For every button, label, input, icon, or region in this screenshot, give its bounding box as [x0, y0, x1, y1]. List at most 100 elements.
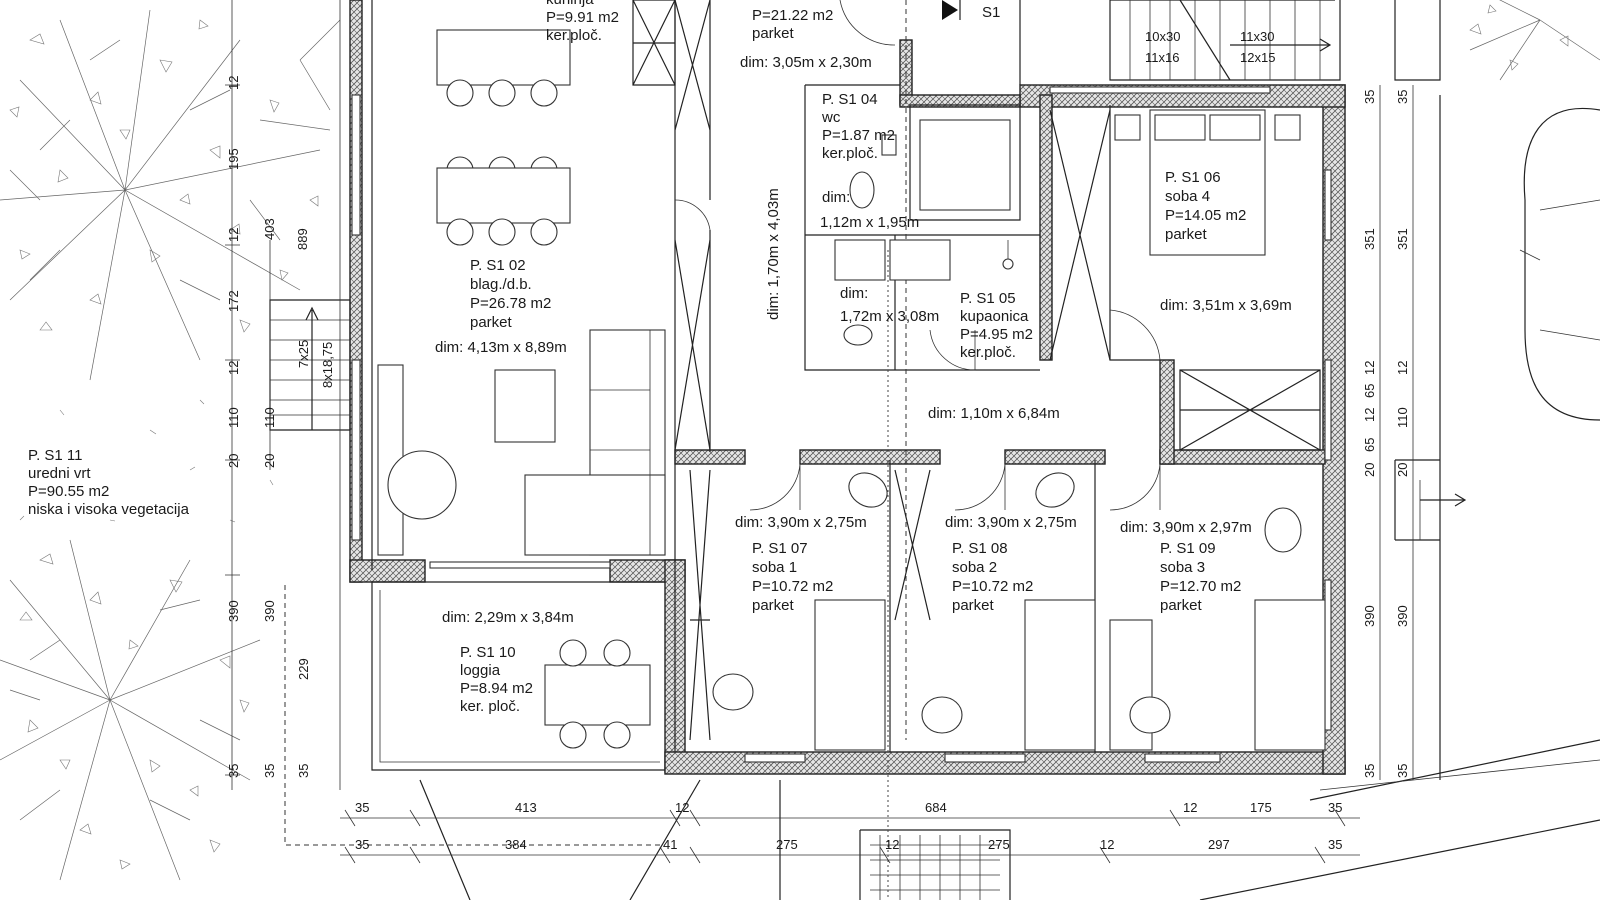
s105-name: kupaonica: [960, 308, 1029, 325]
corridor-v-dim: dim: 1,70m x 4,03m: [765, 188, 782, 320]
s108-id: P. S1 08: [952, 540, 1008, 557]
section-marker: S1: [942, 0, 1000, 21]
garden-vegetation: [0, 9, 341, 881]
dim-bottom-2: 12: [1100, 837, 1114, 852]
dim-right-inner: 390: [1395, 605, 1410, 627]
dim-right-inner: 35: [1395, 90, 1410, 104]
stair-top-a2: 11x16: [1145, 50, 1179, 65]
s110-area: P=8.94 m2: [460, 680, 533, 697]
s104-dim-label: dim:: [822, 189, 850, 206]
hall-dim: dim: 3,05m x 2,30m: [740, 54, 872, 71]
room-labels: kuhinja P=9.91 m2 ker.ploč. P=21.22 m2 p…: [28, 0, 1292, 715]
dim-right-outer: 35: [1362, 90, 1377, 104]
dim-bottom-2: 275: [776, 837, 798, 852]
s104-name: wc: [821, 109, 841, 126]
dim-numbers-bottom-row1: 35 413 12 684 12 175 35: [355, 800, 1342, 815]
dim-numbers-bottom-row2: 35 384 41 275 12 275 12 297 35: [355, 837, 1342, 852]
s109-id: P. S1 09: [1160, 540, 1216, 557]
s102-id: P. S1 02: [470, 257, 526, 274]
hall-floor: parket: [752, 25, 795, 42]
tree-bottom-left: [0, 539, 261, 881]
stair-top-a1: 10x30: [1145, 29, 1180, 44]
wall-room3-top: [1159, 449, 1326, 465]
dim-right-inner: 351: [1395, 228, 1410, 250]
tree-top-right: [1469, 0, 1600, 81]
s106-dim: dim: 3,51m x 3,69m: [1160, 297, 1292, 314]
furniture: [377, 29, 1326, 751]
dim-left-inner: 20: [262, 454, 277, 468]
s109-dim: dim: 3,90m x 2,97m: [1120, 519, 1252, 536]
dim-right-outer: 390: [1362, 605, 1377, 627]
dim-bottom-1: 35: [1328, 800, 1342, 815]
section-label: S1: [982, 4, 1000, 21]
wall-room1-top: [674, 449, 746, 465]
stairs-top: [1109, 0, 1341, 81]
dim-bottom-2: 41: [663, 837, 677, 852]
s102-name: blag./d.b.: [470, 276, 532, 293]
dim-left-inner: 12: [226, 228, 241, 242]
s105-id: P. S1 05: [960, 290, 1016, 307]
dim-right-inner: 12: [1395, 361, 1410, 375]
dim-right-outer: 35: [1362, 764, 1377, 778]
dim-right-outer: 65: [1362, 384, 1377, 398]
kuhinja-name: kuhinja: [546, 0, 594, 8]
dim-right-outer: 12: [1362, 408, 1377, 422]
s108-dim: dim: 3,90m x 2,75m: [945, 514, 1077, 531]
s102-area: P=26.78 m2: [470, 295, 551, 312]
s105-floor: ker.ploč.: [960, 344, 1016, 361]
s111-id: P. S1 11: [28, 447, 83, 464]
s105-area: P=4.95 m2: [960, 326, 1033, 343]
car-outline: [1523, 107, 1600, 421]
wall-room2-top-b: [1004, 449, 1106, 465]
right-edge-area: [1394, 0, 1600, 780]
dim-left-inner: 12: [226, 361, 241, 375]
dim-bottom-1: 12: [1183, 800, 1197, 815]
dim-left-inner: 12: [226, 76, 241, 90]
stair-top-b1: 11x30: [1240, 29, 1274, 44]
dim-right-outer: 20: [1362, 463, 1377, 477]
s104-dim: 1,12m x 1,95m: [820, 214, 919, 231]
kuhinja-area: P=9.91 m2: [546, 9, 619, 26]
s104-area: P=1.87 m2: [822, 127, 895, 144]
wall-room2-top-a: [799, 449, 941, 465]
kuhinja-floor: ker.ploč.: [546, 27, 602, 44]
dim-left-inner: 35: [296, 764, 311, 778]
s109-area: P=12.70 m2: [1160, 578, 1241, 595]
s106-floor: parket: [1165, 226, 1208, 243]
s102-floor: parket: [470, 314, 513, 331]
s110-floor: ker. ploč.: [460, 698, 520, 715]
tree-top-left: [0, 9, 341, 381]
tree-top-left-leaves: [9, 19, 319, 333]
wall-loggia-top-left: [349, 559, 426, 583]
dim-numbers-left-inner: 12 12 889 12 110 20 390 229 35 35: [226, 76, 311, 778]
hall-area: P=21.22 m2: [752, 7, 833, 24]
wardrobes: [632, 0, 1321, 741]
dim-right-outer: 65: [1362, 438, 1377, 452]
dim-left-outer: 195: [226, 148, 241, 170]
dim-left-outer: 20: [226, 454, 241, 468]
stair-steps-left: 7x25: [296, 340, 311, 368]
dim-right-inner: 20: [1395, 463, 1410, 477]
s104-floor: ker.ploč.: [822, 145, 878, 162]
stair-labels: 7x25 8x18,75 10x30 11x16 11x30 12x15: [296, 29, 1275, 388]
s107-id: P. S1 07: [752, 540, 808, 557]
s109-name: soba 3: [1160, 559, 1205, 576]
tree-bottom-left-leaves: [19, 553, 250, 870]
dim-bottom-1: 413: [515, 800, 537, 815]
dim-bottom-1: 175: [1250, 800, 1272, 815]
dim-bottom-1: 35: [355, 800, 369, 815]
s106-area: P=14.05 m2: [1165, 207, 1246, 224]
s110-dim: dim: 2,29m x 3,84m: [442, 609, 574, 626]
doors: [674, 0, 1161, 511]
s105-dim-label: dim:: [840, 285, 868, 302]
dim-left-inner: 229: [296, 658, 311, 680]
dimension-lines: [225, 0, 1414, 864]
s108-floor: parket: [952, 597, 995, 614]
s107-area: P=10.72 m2: [752, 578, 833, 595]
dim-left-outer: 110: [226, 407, 241, 428]
dim-right-outer: 12: [1362, 361, 1377, 375]
stair-steps-right: 8x18,75: [320, 342, 335, 388]
s111-area: P=90.55 m2: [28, 483, 109, 500]
dim-bottom-2: 275: [988, 837, 1010, 852]
